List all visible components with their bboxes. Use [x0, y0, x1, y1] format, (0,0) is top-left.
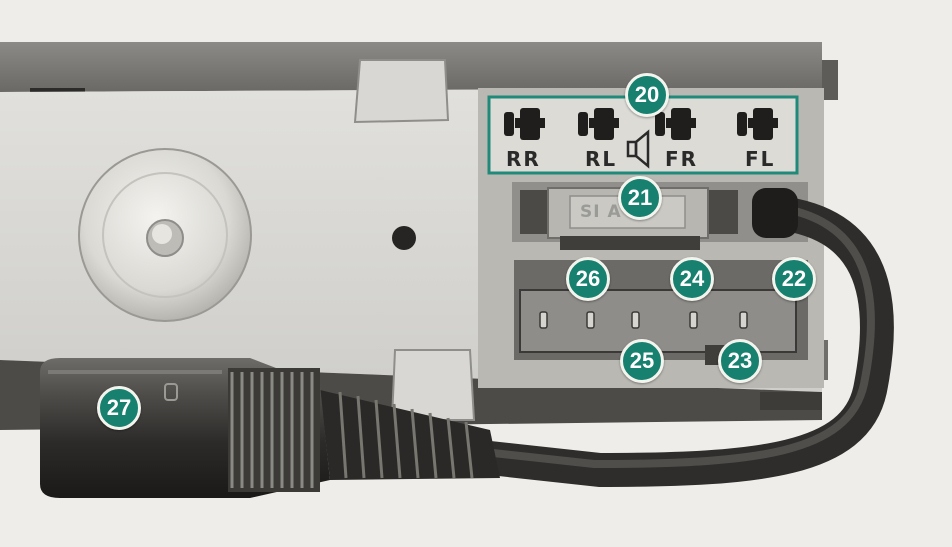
label-rear-right: RR	[506, 147, 541, 171]
callout-24: 24	[670, 257, 714, 301]
callout-21: 21	[618, 176, 662, 220]
callout-26: 26	[566, 257, 610, 301]
din-plug	[40, 358, 330, 498]
cable-grommet	[752, 188, 798, 238]
callout-23: 23	[718, 339, 762, 383]
callout-25: 25	[620, 339, 664, 383]
label-front-right: FR	[665, 147, 699, 171]
mounting-tab-top	[353, 59, 450, 124]
mounting-hole	[392, 226, 416, 250]
callout-22: 22	[772, 257, 816, 301]
callout-27: 27	[97, 386, 141, 430]
callout-20: 20	[625, 73, 669, 117]
strain-relief	[320, 390, 500, 480]
connector-pins	[539, 311, 748, 329]
fuse-label: SI A	[580, 202, 622, 222]
speaker-terminal-rl	[578, 108, 619, 140]
label-rear-left: RL	[585, 147, 618, 171]
speaker-icon	[626, 129, 650, 169]
label-front-left: FL	[745, 147, 776, 171]
speaker-terminal-rr	[504, 108, 545, 140]
speaker-terminal-fr	[655, 108, 696, 140]
multipin-connector	[519, 289, 797, 353]
speaker-terminal-fl	[737, 108, 778, 140]
mounting-tab-bottom	[390, 349, 476, 421]
